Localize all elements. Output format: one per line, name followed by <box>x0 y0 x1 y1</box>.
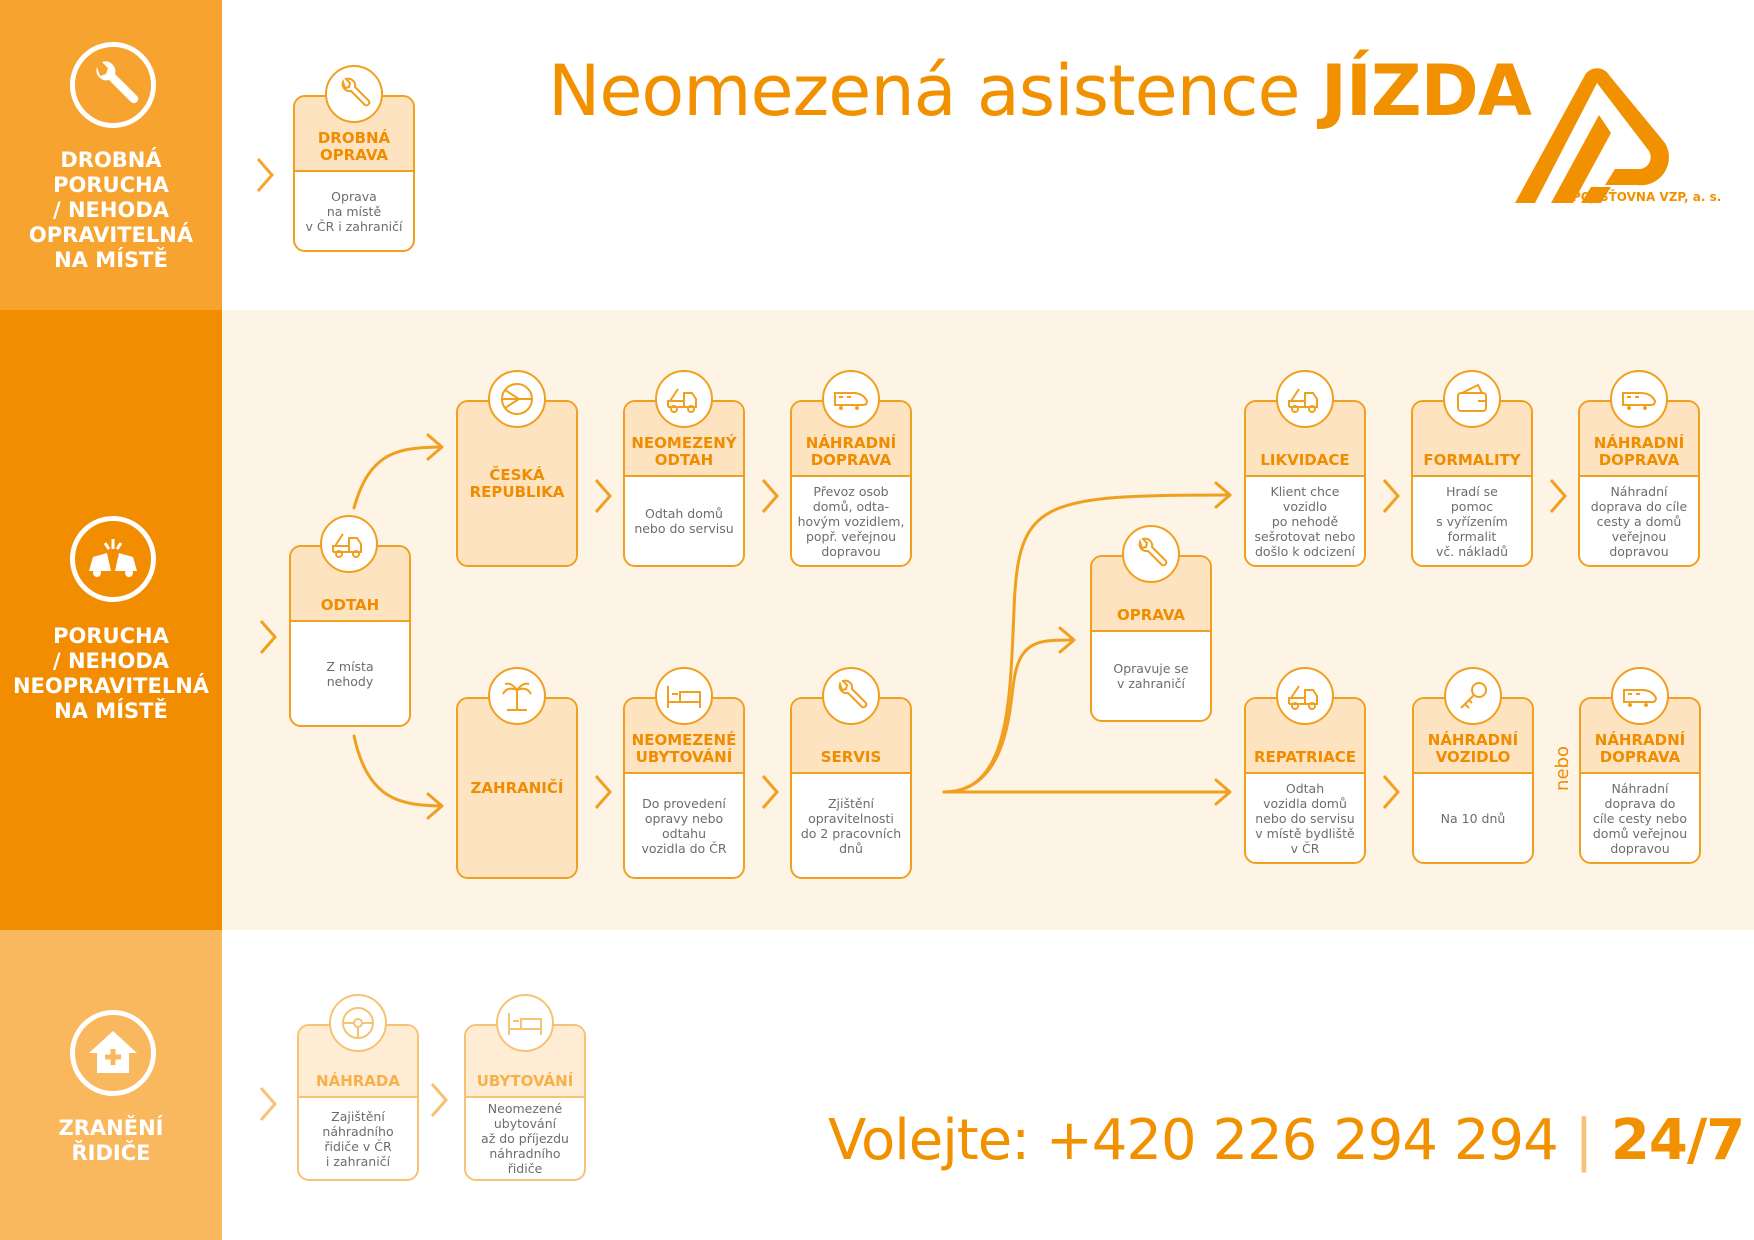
card-title: NÁHRADNÍ DOPRAVA <box>1594 731 1686 766</box>
band-minor <box>0 0 1754 310</box>
train-icon <box>1611 667 1669 725</box>
card-title: DROBNÁ OPRAVA <box>317 129 391 164</box>
wrench-icon <box>325 65 383 123</box>
card-title: NÁHRADNÍ DOPRAVA <box>1593 434 1685 469</box>
train-icon <box>822 370 880 428</box>
wrench-icon <box>822 667 880 725</box>
card-neomezene-ubytovani: NEOMEZENÉ UBYTOVÁNÍ Do provedení opravy … <box>623 697 745 879</box>
car-key-icon <box>1444 667 1502 725</box>
card-title: ČESKÁ REPUBLIKA <box>469 465 565 501</box>
contact-phone[interactable]: Volejte: +420 226 294 294 | 24/7 <box>828 1108 1745 1173</box>
chevron-right-icon <box>761 479 779 513</box>
card-text: Náhradní doprava do cíle cesty nebo domů… <box>1592 780 1688 856</box>
vzp-logo-icon <box>1515 68 1669 204</box>
card-title: OPRAVA <box>1116 606 1186 624</box>
side-major: PORUCHA / NEHODA NEOPRAVITELNÁ NA MÍSTĚ <box>0 310 222 930</box>
tow-truck-icon <box>1276 370 1334 428</box>
card-drobna-oprava: DROBNÁ OPRAVA Oprava na místě v ČR i zah… <box>293 95 415 252</box>
card-title: NÁHRADNÍ DOPRAVA <box>805 434 897 469</box>
side-injury: ZRANĚNÍ ŘIDIČE <box>0 930 222 1240</box>
chevron-right-icon <box>594 479 612 513</box>
chevron-right-icon <box>1382 479 1400 513</box>
steering-wheel-icon <box>329 994 387 1052</box>
card-nahrada: NÁHRADA Zajištění náhradního řidiče v ČR… <box>297 1024 419 1181</box>
side-label-minor: DROBNÁ PORUCHA / NEHODA OPRAVITELNÁ NA M… <box>28 148 194 272</box>
side-minor: DROBNÁ PORUCHA / NEHODA OPRAVITELNÁ NA M… <box>0 0 222 310</box>
wrench-icon <box>70 42 156 128</box>
page-title: Neomezená asistence JÍZDA <box>548 50 1532 132</box>
chevron-right-icon <box>1382 775 1400 809</box>
car-crash-icon <box>70 516 156 602</box>
card-text: Náhradní doprava do cíle cesty a domů ve… <box>1590 483 1688 559</box>
card-text: Neomezené ubytování až do příjezdu náhra… <box>481 1101 569 1176</box>
card-text: Zajištění náhradního řidiče v ČR i zahra… <box>322 1108 394 1169</box>
card-odtah: ODTAH Z místa nehody <box>289 545 411 727</box>
bed-icon <box>496 994 554 1052</box>
card-title: FORMALITY <box>1423 451 1521 469</box>
card-title: NÁHRADNÍ VOZIDLO <box>1427 731 1519 766</box>
chevron-right-icon <box>1549 479 1567 513</box>
wallet-icon <box>1443 370 1501 428</box>
chevron-right-icon <box>761 775 779 809</box>
card-title: NÁHRADA <box>316 1072 400 1090</box>
czech-flag-icon <box>488 370 546 428</box>
chevron-right-icon <box>256 158 274 192</box>
train-icon <box>1610 370 1668 428</box>
tow-truck-icon <box>1276 667 1334 725</box>
chevron-right-icon <box>259 620 277 654</box>
tow-truck-icon <box>320 515 378 573</box>
side-label-major: PORUCHA / NEHODA NEOPRAVITELNÁ NA MÍSTĚ <box>12 624 210 723</box>
card-ubytovani: UBYTOVÁNÍ Neomezené ubytování až do příj… <box>464 1024 586 1181</box>
card-zahranici: ZAHRANIČÍ <box>456 697 578 879</box>
tow-truck-icon <box>655 370 713 428</box>
nebo-label: nebo <box>1551 746 1573 791</box>
card-text: Z místa nehody <box>326 658 374 689</box>
side-label-injury: ZRANĚNÍ ŘIDIČE <box>58 1116 164 1165</box>
card-title: REPATRIACE <box>1253 748 1357 766</box>
card-text: Zjištění opravitelnosti do 2 pracovních … <box>800 795 902 856</box>
chevron-right-icon <box>430 1083 448 1117</box>
card-text: Převoz osob domů, odta- hovým vozidlem, … <box>797 483 905 559</box>
card-title: NEOMEZENÉ UBYTOVÁNÍ <box>631 731 737 766</box>
card-title: LIKVIDACE <box>1260 451 1350 469</box>
card-title: NEOMEZENÝ ODTAH <box>631 434 737 469</box>
card-title: ODTAH <box>320 596 380 614</box>
palm-tree-icon <box>488 667 546 725</box>
logo-text: POJIŠŤOVNA VZP, a. s. <box>1572 190 1722 204</box>
card-text: Klient chce vozidlo po nehodě sešrotovat… <box>1254 483 1356 559</box>
card-text: Oprava na místě v ČR i zahraničí <box>305 188 403 234</box>
chevron-right-icon <box>259 1087 277 1121</box>
band-injury <box>0 930 1754 1240</box>
card-ceska-republika: ČESKÁ REPUBLIKA <box>456 400 578 567</box>
chevron-right-icon <box>594 775 612 809</box>
bed-icon <box>655 667 713 725</box>
card-text: Na 10 dnů <box>1440 810 1506 826</box>
medical-house-icon <box>70 1010 156 1096</box>
card-nahradni-vozidlo: NÁHRADNÍ VOZIDLO Na 10 dnů <box>1412 697 1534 864</box>
card-title: UBYTOVÁNÍ <box>476 1072 574 1090</box>
card-text: Hradí se pomoc s vyřízením formalit vč. … <box>1435 483 1509 559</box>
card-text: Do provedení opravy nebo odtahu vozidla … <box>641 795 727 856</box>
card-text: Odtah vozidla domů nebo do servisu v mís… <box>1255 780 1355 856</box>
wrench-icon <box>1122 525 1180 583</box>
card-text: Odtah domů nebo do servisu <box>634 506 734 536</box>
card-text: Opravuje se v zahraničí <box>1113 661 1189 691</box>
card-title: ZAHRANIČÍ <box>470 778 564 797</box>
card-title: SERVIS <box>820 748 882 766</box>
